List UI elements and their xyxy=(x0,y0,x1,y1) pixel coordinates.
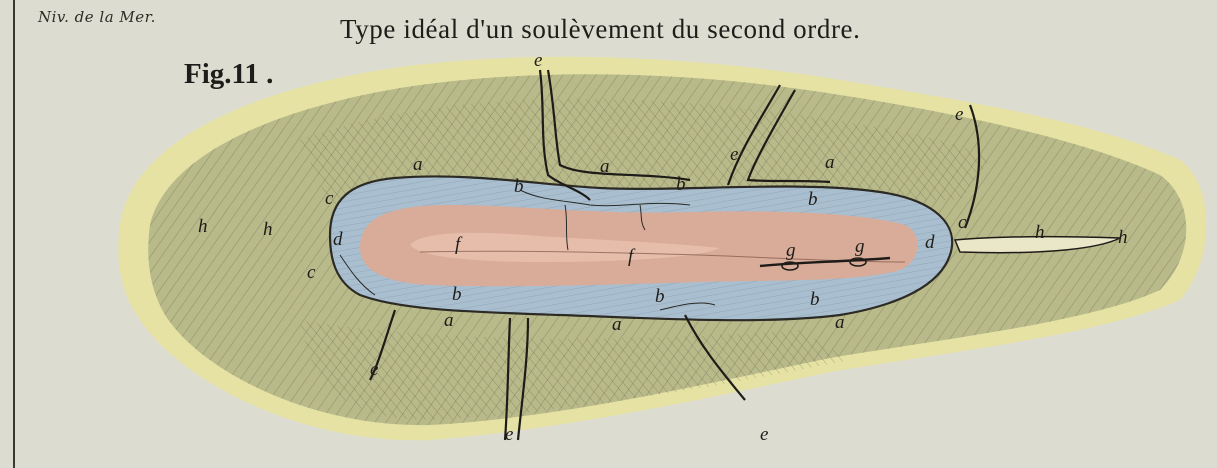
label-b-6: b xyxy=(810,289,820,310)
label-a-5: a xyxy=(612,314,622,335)
label-d-east: d xyxy=(925,232,935,253)
label-b-1: b xyxy=(514,176,524,197)
label-b-5: b xyxy=(655,286,665,307)
label-a-1: a xyxy=(413,154,423,175)
label-h-2: h xyxy=(263,219,273,240)
label-a-6: a xyxy=(835,312,845,333)
label-a-3: a xyxy=(825,152,835,173)
label-c-3: c xyxy=(958,212,967,233)
label-g-1: g xyxy=(786,240,796,261)
label-e-southwest: e xyxy=(370,359,378,380)
label-c-1: c xyxy=(325,188,334,209)
label-e-northeast: e xyxy=(955,104,963,125)
label-d-west: d xyxy=(333,229,343,250)
label-e-mid: e xyxy=(730,144,738,165)
label-h-3: h xyxy=(1035,222,1045,243)
label-a-2: a xyxy=(600,156,610,177)
label-e-south: e xyxy=(505,424,513,445)
label-e-north: e xyxy=(534,50,542,71)
label-h-1: h xyxy=(198,216,208,237)
label-a-4: a xyxy=(444,310,454,331)
label-h-4: h xyxy=(1118,227,1128,248)
label-b-3: b xyxy=(808,189,818,210)
label-g-2: g xyxy=(855,236,865,257)
label-b-4: b xyxy=(452,284,462,305)
label-b-2: b xyxy=(676,174,686,195)
label-c-2: c xyxy=(307,262,316,283)
label-e-southeast: e xyxy=(760,424,768,445)
